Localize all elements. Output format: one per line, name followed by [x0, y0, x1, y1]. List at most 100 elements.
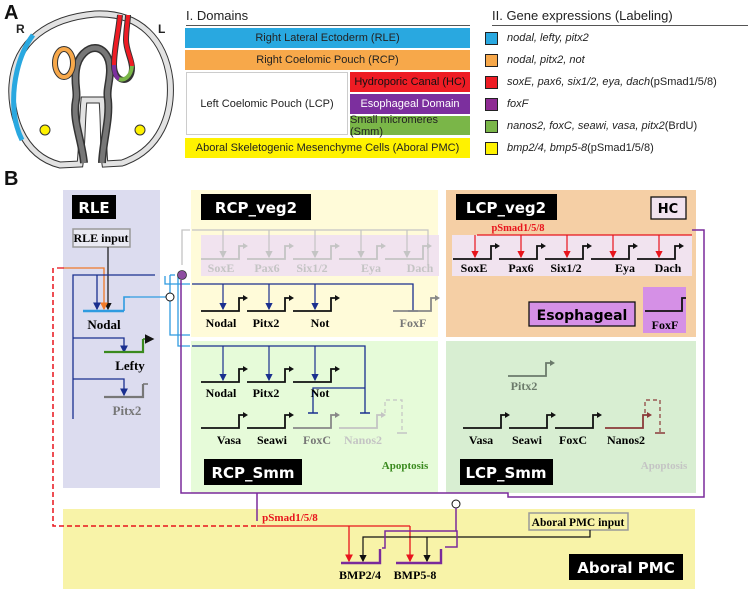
- genes-header: II. Gene expressions (Labeling): [492, 8, 748, 26]
- swatch: [485, 119, 498, 133]
- tss-arrow-icon: [243, 412, 248, 418]
- rcp-smm-title-box: [204, 459, 302, 485]
- hc-domain-2: [123, 14, 134, 67]
- rcp-inactive-gene: Six1/2: [296, 261, 327, 275]
- gene-list: soxE, pax6, six1/2, eya, dach: [507, 76, 651, 88]
- rle-gene-pitx2: Pitx2: [113, 403, 142, 418]
- lcp-smm-title-box: [460, 459, 553, 485]
- domain-rcp: Right Coelomic Pouch (RCP): [185, 50, 470, 70]
- rcp-smm-title: RCP_Smm: [211, 464, 294, 482]
- tss-arrow-icon: [597, 412, 602, 418]
- rcp-veg2-gene: Pitx2: [253, 316, 280, 330]
- gene-promoter: [201, 368, 244, 383]
- tss-arrow-icon: [335, 366, 340, 372]
- esophageal-domain: [112, 64, 121, 81]
- gene-promoter: [453, 245, 496, 260]
- gene-row-rcp: nodal, pitx2, not: [485, 52, 585, 68]
- rcp-veg2-gene: FoxF: [400, 316, 427, 330]
- gene-promoter: [247, 245, 290, 260]
- rcp-inactive-gene: Pax6: [254, 261, 279, 275]
- tss-arrow-icon: [647, 412, 652, 418]
- hc-gene: Pax6: [508, 261, 533, 275]
- tss-arrow-icon: [335, 412, 340, 418]
- lcp-smm-gene: Vasa: [469, 433, 493, 447]
- foxf-band: [643, 287, 686, 333]
- rcp-veg2-title-box: [201, 194, 311, 220]
- gene-promoter: [463, 414, 506, 429]
- aboral-pmc-right: [39, 124, 51, 136]
- rcp-smm-network: [192, 345, 407, 434]
- gene-promoter: [591, 245, 634, 260]
- gene-promoter: [201, 297, 244, 312]
- apoptosis-rcp: Apoptosis: [382, 460, 429, 472]
- rcp-smm-gene: Nanos2: [344, 433, 382, 447]
- gene-row-hc: soxE, pax6, six1/2, eya, dach (pSmad1/5/…: [485, 74, 717, 90]
- rle-gene-nodal: Nodal: [87, 317, 121, 332]
- esophageal-title: Esophageal: [537, 308, 628, 324]
- labeling: (pSmad1/5/8): [650, 76, 717, 88]
- hc-gene: SoxE: [461, 261, 488, 275]
- gene-promoter: [393, 297, 436, 312]
- smm-domain: [118, 65, 134, 82]
- pmc-gene-bmp58: BMP5-8: [394, 568, 437, 582]
- swatch: [485, 97, 498, 111]
- tss-arrow-icon: [587, 243, 592, 249]
- aboral-pmc-title-box: [569, 554, 683, 580]
- lcp-smm-genes: [463, 360, 652, 429]
- gene-row-smm: nanos2, foxC, seawi, vasa, pitx2 (BrdU): [485, 118, 697, 134]
- gene-promoter: [545, 245, 588, 260]
- gene-promoter: [339, 245, 382, 260]
- tss-arrow-icon: [505, 412, 510, 418]
- gene-list: nodal, pitx2, not: [507, 54, 585, 66]
- lcp-smm-network: [644, 399, 665, 434]
- rcp-inactive-band: [201, 235, 439, 276]
- pmc-and-node: [451, 499, 461, 509]
- gene-promoter: [509, 414, 552, 429]
- gene-promoter: [293, 297, 336, 312]
- tss-arrow-icon: [289, 243, 294, 249]
- gene-promoter: [605, 414, 648, 429]
- rle-gene-lefty: Lefty: [115, 358, 145, 373]
- domain-aboral-pmc: Aboral Skeletogenic Mesenchyme Cells (Ab…: [185, 138, 470, 158]
- hc-title: HC: [658, 202, 678, 217]
- rcp-smm-genes: [201, 346, 386, 429]
- tss-arrow-icon: [243, 295, 248, 301]
- gene-promoter: [385, 245, 428, 260]
- rcp-inactive-genes: [201, 230, 432, 260]
- lcp-smm-gene: Nanos2: [607, 433, 645, 447]
- domain-hc: Hydroporic Canal (HC): [350, 72, 470, 92]
- gene-promoter: [499, 245, 542, 260]
- lcp-smm-gene: Pitx2: [511, 379, 538, 393]
- tss-arrow-icon: [495, 243, 500, 249]
- gene-row-rle: nodal, lefty, pitx2: [485, 30, 589, 46]
- gene-list: bmp2/4, bmp5-8: [507, 142, 588, 154]
- gene-promoter: [508, 362, 551, 377]
- tss-arrow-icon: [550, 360, 555, 366]
- rcp-inactive-gene: Dach: [407, 261, 434, 275]
- gene-promoter: [293, 414, 336, 429]
- domain-lcp: Left Coelomic Pouch (LCP): [186, 72, 348, 135]
- rcp-smm-gene: Nodal: [206, 386, 237, 400]
- hc-domain: [112, 14, 122, 66]
- tss-arrow-icon: [435, 295, 440, 301]
- panel-b-label: B: [4, 168, 19, 190]
- embryo-schematic: [8, 10, 174, 169]
- tss-arrow-icon: [289, 366, 294, 372]
- rcp-domain: [53, 47, 75, 79]
- embryo-wall: [9, 11, 173, 168]
- domain-rle: Right Lateral Ectoderm (RLE): [185, 28, 470, 48]
- tss-arrow-icon: [541, 243, 546, 249]
- tss-arrow-icon: [335, 243, 340, 249]
- rle-title-box: [72, 195, 116, 219]
- gene-promoter: [247, 297, 290, 312]
- domain-esophageal: Esophageal Domain: [350, 94, 470, 114]
- tss-arrow-icon: [243, 366, 248, 372]
- psmad-label-lcp: pSmad1/5/8: [491, 223, 544, 234]
- gene-promoter: [555, 414, 598, 429]
- pmc-network: [52, 267, 591, 565]
- junction-node: [177, 270, 187, 280]
- tss-arrow-icon: [551, 412, 556, 418]
- hc-gene-band: [452, 235, 692, 276]
- rle-signal-links: [164, 229, 705, 498]
